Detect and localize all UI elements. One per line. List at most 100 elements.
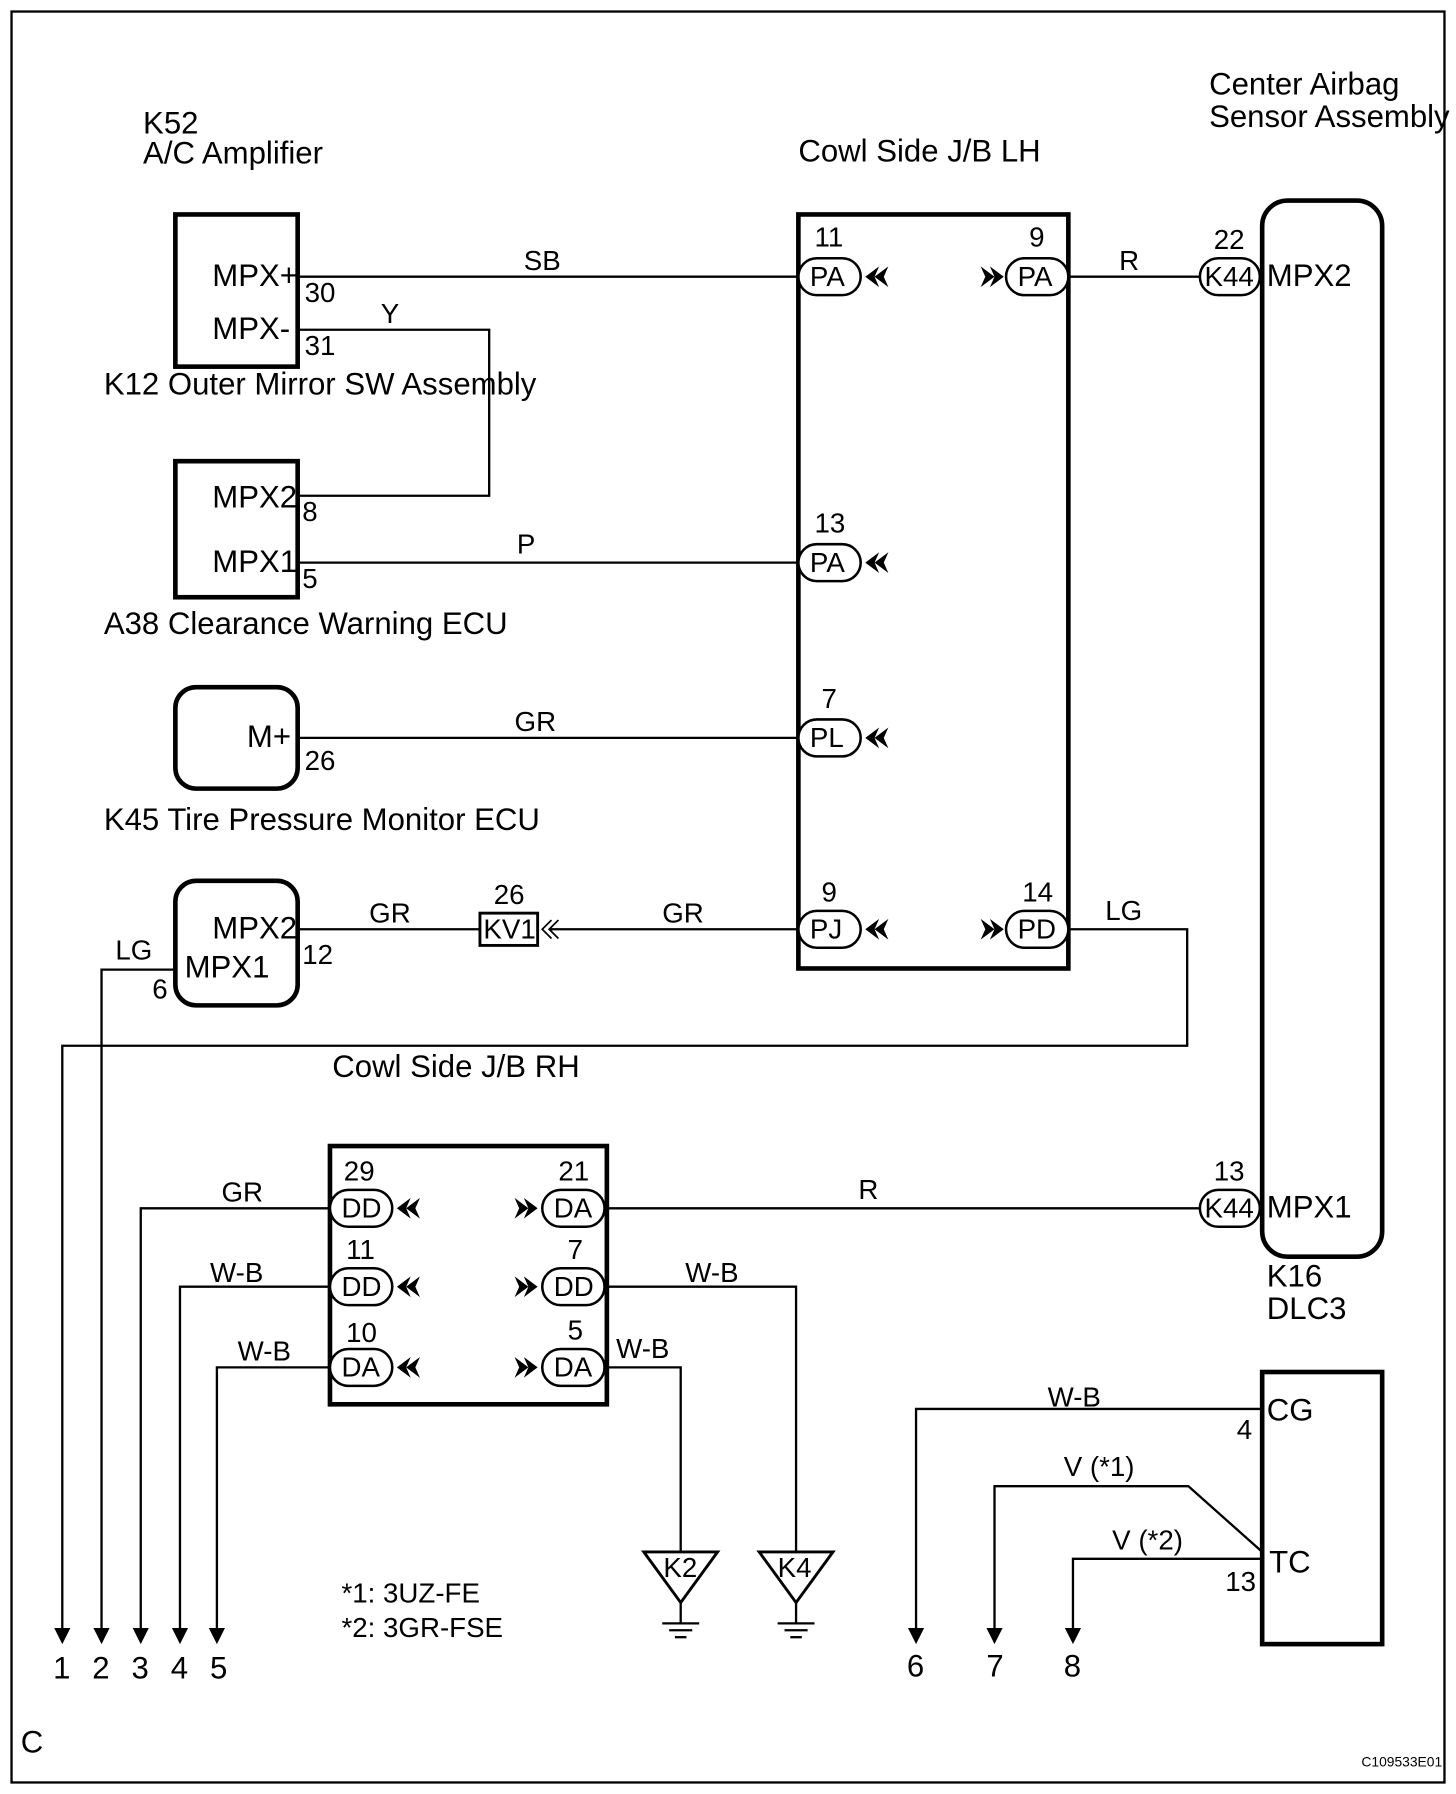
pin-30: 30 [305, 277, 336, 308]
connector-rh-10-pin: 10 [346, 1317, 377, 1348]
output-label-7: 7 [986, 1648, 1003, 1683]
connector-lh-9j-pin: 9 [821, 877, 836, 908]
center-airbag-name-2: Sensor Assembly [1209, 99, 1450, 134]
dlc-pin-4: 4 [1237, 1414, 1252, 1445]
output-arrow-5 [208, 1627, 225, 1645]
cowl-jb-rh-name: Cowl Side J/B RH [332, 1049, 579, 1084]
terminal-dlc-cg: CG [1267, 1392, 1314, 1427]
wire-y [297, 328, 491, 497]
outer-mirror-sw-name: K12 Outer Mirror SW Assembly [104, 366, 537, 401]
connector-lh-7-pin: 7 [821, 683, 836, 714]
wire-label-p: P [517, 528, 535, 559]
connector-rh-7 [540, 1266, 606, 1307]
connector-rh-11-pin: 11 [346, 1234, 375, 1265]
output-arrow-4 [171, 1627, 189, 1645]
tire-pressure-ecu-name: K45 Tire Pressure Monitor ECU [104, 802, 540, 837]
connector-lh-11 [797, 256, 862, 297]
kv1-connector [478, 911, 540, 947]
terminal-airbag-mpx2: MPX2 [1267, 258, 1352, 293]
wire-label-wb-rh3: W-B [685, 1257, 738, 1288]
wire-lg-left [100, 968, 176, 1628]
output-arrow-2 [93, 1627, 110, 1645]
ac-amplifier-box [173, 212, 300, 369]
cowl-jb-lh-name: Cowl Side J/B LH [798, 133, 1040, 168]
connector-lh-13-code: PA [810, 547, 845, 578]
ground-k2 [640, 1550, 721, 1639]
connector-lh-13-pin: 13 [815, 508, 846, 539]
output-label-2: 2 [92, 1651, 109, 1686]
terminal-m-plus: M+ [247, 719, 291, 754]
wire-label-v2: V (*2) [1112, 1525, 1183, 1556]
center-airbag-name-1: Center Airbag [1209, 67, 1399, 102]
dlc3-box [1259, 1369, 1385, 1647]
wire-label-lg-right: LG [1105, 895, 1142, 926]
connector-lh-9 [1004, 256, 1070, 297]
connector-rh-10 [328, 1347, 394, 1388]
terminal-k12-mpx1: MPX1 [212, 544, 297, 579]
connector-k44-top-code: K44 [1204, 261, 1253, 292]
wire-v1 [993, 1485, 1263, 1628]
connector-lh-9j-code: PJ [810, 914, 842, 945]
connector-rh-5 [540, 1347, 606, 1388]
ac-amplifier-code: K52 [143, 106, 198, 141]
connector-lh-11-code: PA [810, 261, 845, 292]
output-arrow-1 [54, 1627, 71, 1645]
pin-31: 31 [305, 330, 336, 361]
ground-k4-label: K4 [778, 1552, 812, 1583]
page-letter: C [21, 1725, 43, 1760]
cowl-jb-lh-box [796, 212, 1071, 971]
clearance-warning-ecu-name: A38 Clearance Warning ECU [104, 606, 508, 641]
wire-wb-dlc [914, 1407, 1263, 1628]
connector-lh-9j [797, 909, 862, 949]
dlc-pin-13: 13 [1225, 1566, 1256, 1597]
figure-code: C109533E01 [1361, 1753, 1442, 1769]
terminal-airbag-mpx1: MPX1 [1267, 1190, 1352, 1225]
wire-wb-k4 [606, 1285, 798, 1552]
wire-label-r-bottom: R [858, 1174, 878, 1205]
wire-label-wb-rh4: W-B [616, 1333, 669, 1364]
connector-rh-21-pin: 21 [558, 1156, 589, 1187]
wire-wb-rh2 [215, 1366, 330, 1628]
connector-rh-5-pin: 5 [568, 1315, 583, 1346]
wire-wb-k2 [606, 1366, 682, 1552]
connector-lh-9-pin: 9 [1029, 222, 1044, 253]
outer-frame [10, 10, 1446, 1784]
wire-v2 [1071, 1557, 1263, 1628]
kv1-chevron-icon [541, 919, 560, 940]
terminal-k45-mpx1: MPX1 [185, 950, 270, 985]
terminal-k12-mpx2: MPX2 [212, 479, 297, 514]
wire-label-wb-rh2: W-B [238, 1335, 291, 1366]
outer-mirror-sw-box [173, 458, 300, 600]
connector-kv1-pin: 26 [494, 879, 525, 910]
wire-label-wb-dlc: W-B [1048, 1382, 1101, 1413]
wires [61, 275, 1263, 1628]
connector-rh-11-code: DD [342, 1271, 382, 1302]
wire-label-v1: V (*1) [1064, 1451, 1135, 1482]
connector-lh-11-pin: 11 [815, 222, 844, 253]
output-label-6: 6 [907, 1648, 924, 1683]
connector-lh-13 [797, 542, 862, 583]
terminal-dlc-tc: TC [1269, 1545, 1311, 1580]
connector-kv1-code: KV1 [483, 914, 535, 945]
wire-label-gr-tpm: GR [515, 706, 557, 737]
terminal-k45-mpx2: MPX2 [212, 911, 297, 946]
wire-label-gr-rh: GR [222, 1176, 264, 1207]
connector-k44-top [1198, 256, 1262, 297]
ground-k2-label: K2 [663, 1552, 697, 1583]
pin-8: 8 [302, 496, 317, 527]
wire-lg-right [61, 928, 1189, 1628]
wire-label-sb: SB [524, 245, 561, 276]
connector-lh-14 [1004, 909, 1070, 949]
note-1: *1: 3UZ-FE [342, 1578, 480, 1609]
wire-gr-rh [139, 1207, 330, 1628]
terminal-mpx-plus: MPX+ [212, 258, 298, 293]
connector-k44-bottom [1198, 1188, 1262, 1229]
wire-label-wb-rh1: W-B [210, 1257, 263, 1288]
airbag-pin-13: 13 [1214, 1156, 1245, 1187]
output-arrow-3 [132, 1627, 149, 1645]
connector-rh-11 [328, 1266, 394, 1307]
connector-rh-5-code: DA [554, 1352, 593, 1383]
connector-lh-9-code: PA [1018, 261, 1053, 292]
pin-5: 5 [302, 563, 317, 594]
